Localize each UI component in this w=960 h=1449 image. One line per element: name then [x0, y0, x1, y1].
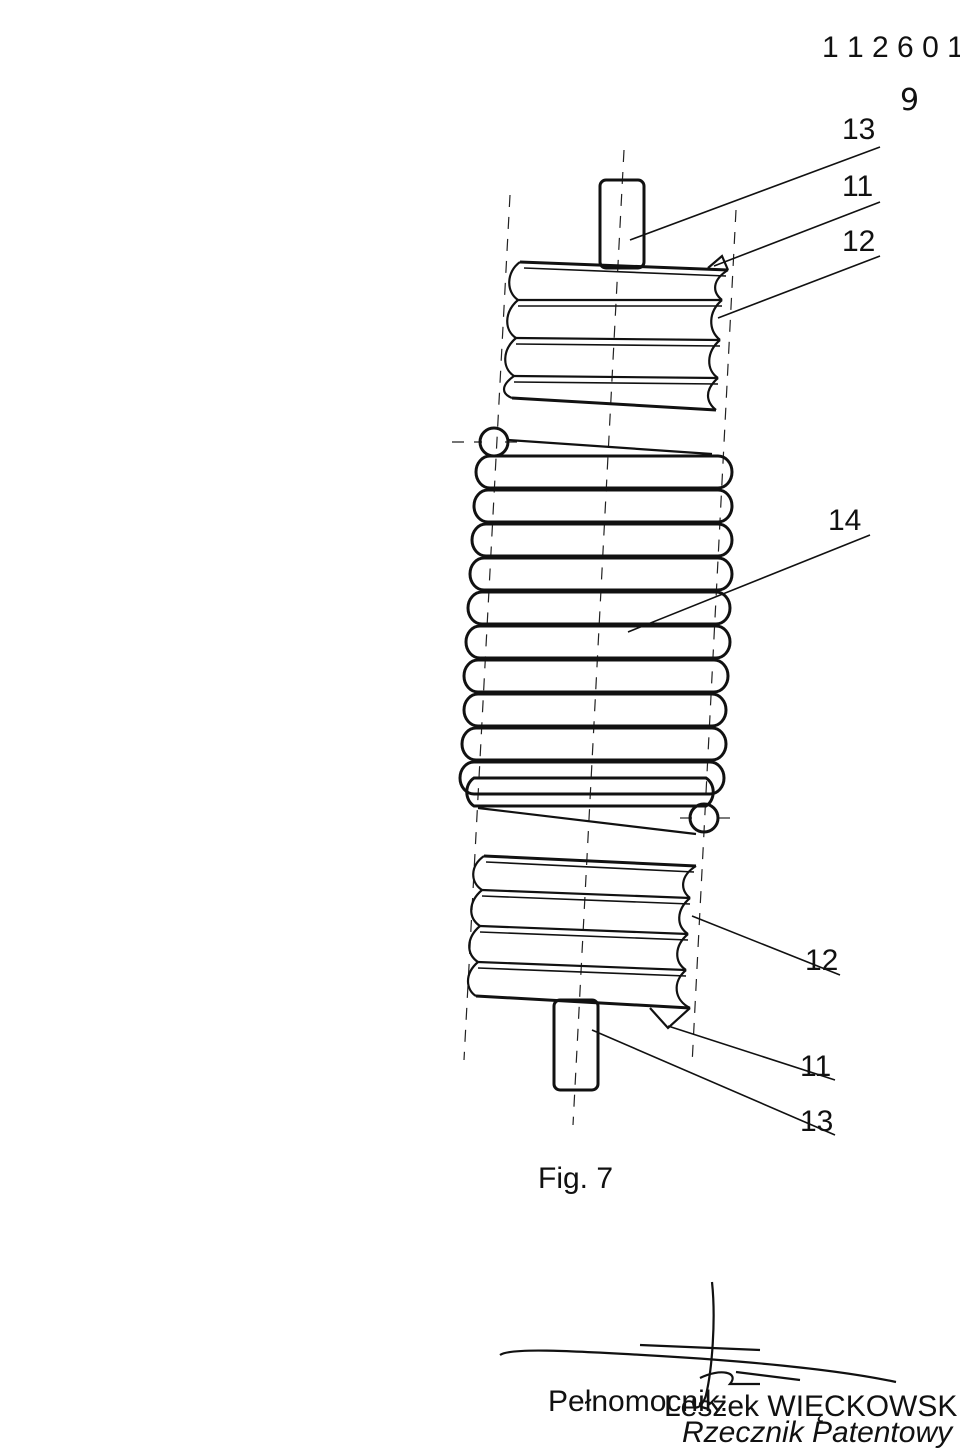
- envelope-lines: [452, 194, 737, 1066]
- center-axis: [572, 149, 625, 1126]
- page-number: 9: [900, 83, 919, 118]
- bottom-thread-piece: [466, 854, 697, 1030]
- patent-number: 1 1 2 6 0 1: [822, 31, 960, 64]
- leader-lines: [591, 146, 881, 1136]
- signature-role: Pełnomocnik:: [548, 1385, 728, 1418]
- label-11-bottom: 11: [800, 1050, 831, 1083]
- label-13-bottom: 13: [800, 1105, 833, 1138]
- label-13-top: 13: [842, 113, 875, 146]
- signature-name: Leszek WIĘCKOWSKI: [664, 1390, 960, 1423]
- label-12-bottom: 12: [805, 944, 838, 977]
- signature-title: Rzecznik Patentowy: [682, 1416, 954, 1449]
- bottom-shaft: [552, 998, 600, 1092]
- top-thread-piece: [502, 254, 730, 412]
- signature-mark: [499, 1281, 897, 1409]
- label-14: 14: [828, 504, 861, 537]
- coil-spring: [458, 426, 734, 836]
- top-shaft: [598, 178, 646, 270]
- label-11-top: 11: [842, 170, 873, 203]
- figure-caption: Fig. 7: [538, 1162, 613, 1195]
- label-12-top: 12: [842, 225, 875, 258]
